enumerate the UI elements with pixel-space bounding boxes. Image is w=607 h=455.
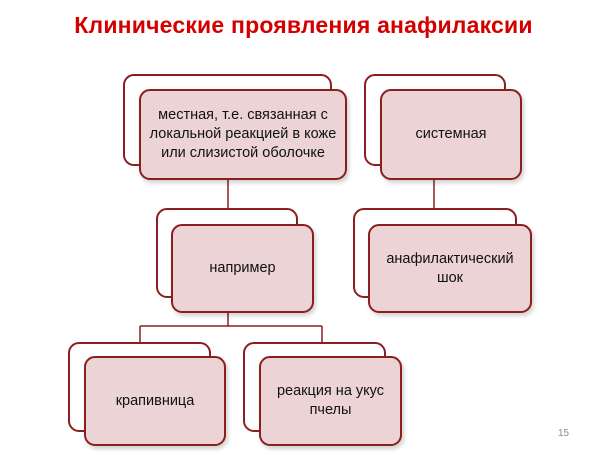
node-systemic: системная bbox=[380, 89, 522, 180]
node-shock: анафилактический шок bbox=[368, 224, 532, 313]
node-bee-sting: реакция на укус пчелы bbox=[259, 356, 402, 446]
page-number: 15 bbox=[558, 428, 570, 439]
node-systemic-label: системная bbox=[415, 126, 487, 142]
node-bee-sting-label: реакция на укус пчелы bbox=[276, 383, 384, 418]
node-local-label: местная, т.е. связанная с локальной реак… bbox=[149, 107, 337, 161]
node-example-label: например bbox=[209, 260, 276, 276]
page-title: Клинические проявления анафилаксии bbox=[74, 12, 533, 38]
node-urticaria: крапивница bbox=[84, 356, 226, 446]
node-local: местная, т.е. связанная с локальной реак… bbox=[139, 89, 347, 180]
node-shock-label: анафилактический шок bbox=[386, 250, 514, 286]
node-urticaria-label: крапивница bbox=[115, 392, 195, 409]
node-example: например bbox=[171, 224, 314, 313]
